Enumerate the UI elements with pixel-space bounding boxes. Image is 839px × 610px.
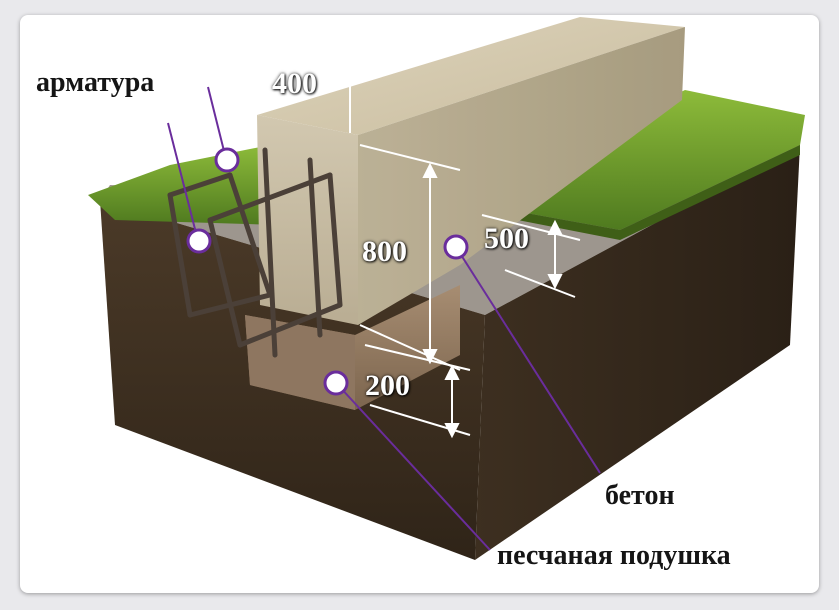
dim-depth-label: 500 bbox=[484, 222, 529, 255]
dim-height-label: 800 bbox=[362, 235, 407, 268]
concrete-beam bbox=[257, 17, 685, 325]
concrete-marker bbox=[443, 234, 469, 260]
sand-cushion-label: песчаная подушка bbox=[497, 540, 731, 571]
dim-width-label: 400 bbox=[272, 67, 317, 100]
grass-right bbox=[478, 90, 805, 240]
concrete-label: бетон bbox=[605, 480, 675, 511]
leader-lines bbox=[167, 86, 601, 551]
rebar-marker-2 bbox=[186, 228, 212, 254]
rebar-marker-1 bbox=[214, 147, 240, 173]
dimension-lines bbox=[254, 39, 581, 439]
rebar-cage bbox=[167, 147, 343, 358]
dim-cushion-label: 200 bbox=[365, 369, 410, 402]
foundation-diagram bbox=[88, 17, 805, 560]
sand-marker bbox=[323, 370, 349, 396]
rebar-label: арматура bbox=[36, 67, 155, 98]
markers bbox=[186, 147, 469, 396]
image-frame: 400 800 500 200 арматура бетон песчаная … bbox=[20, 15, 819, 593]
